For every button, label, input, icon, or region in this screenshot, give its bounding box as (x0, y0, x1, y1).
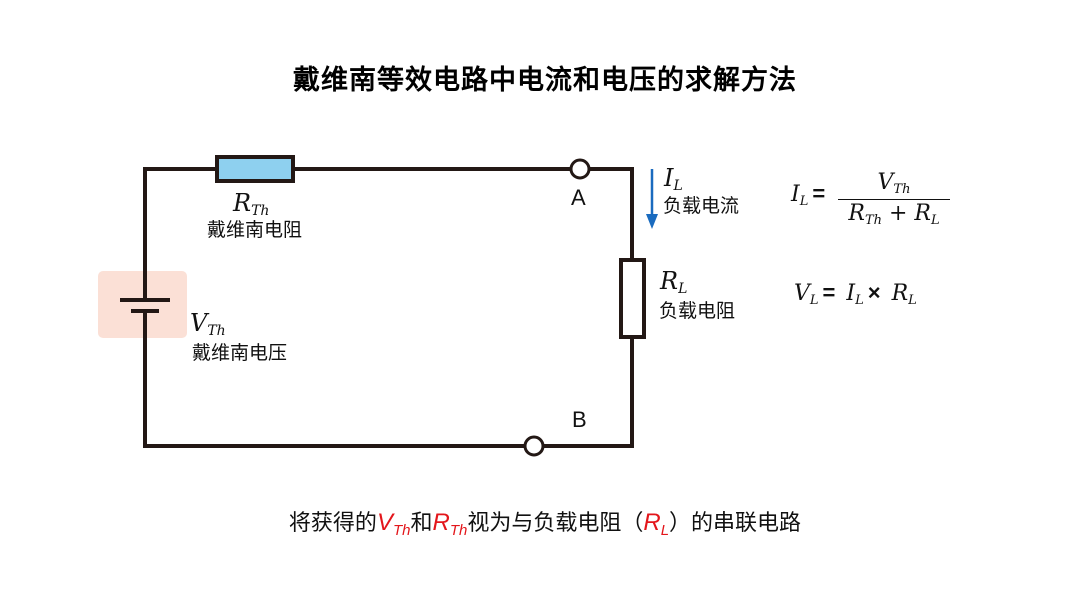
terminal-b-node (523, 435, 545, 457)
thevenin-voltage-label: 戴维南电压 (192, 342, 288, 364)
voltage-source-icon (120, 298, 170, 313)
terminal-a-node (569, 158, 591, 180)
thevenin-voltage-symbol: VTh (190, 309, 226, 339)
terminal-a-label: A (571, 185, 586, 210)
load-resistor (619, 258, 646, 339)
load-resistor-symbol: RL (660, 267, 688, 297)
caption-rth: RTh (432, 509, 468, 539)
current-arrow-icon (646, 169, 658, 229)
thevenin-resistor-label: 戴维南电阻 (207, 219, 303, 241)
load-current-label: 负载电流 (663, 195, 740, 217)
load-current-symbol: IL (664, 164, 683, 194)
caption-rl: RL (643, 509, 670, 539)
load-current-fraction: VTh RTh + RL (838, 170, 950, 228)
load-voltage-equation: VL= IL× RL (794, 280, 917, 308)
thevenin-resistor-symbol: RTh (233, 189, 270, 219)
circuit-wires (143, 167, 634, 448)
load-resistor-label: 负载电阻 (659, 300, 736, 322)
voltage-source-highlight (98, 271, 187, 338)
page-title: 戴维南等效电路中电流和电压的求解方法 (293, 65, 797, 96)
load-current-equation: IL= (791, 181, 826, 209)
thevenin-resistor (215, 155, 295, 183)
caption: 将获得的VTh和RTh视为与负载电阻（RL）的串联电路 (288, 509, 802, 539)
caption-vth: VTh (376, 509, 411, 539)
terminal-b-label: B (572, 407, 587, 432)
